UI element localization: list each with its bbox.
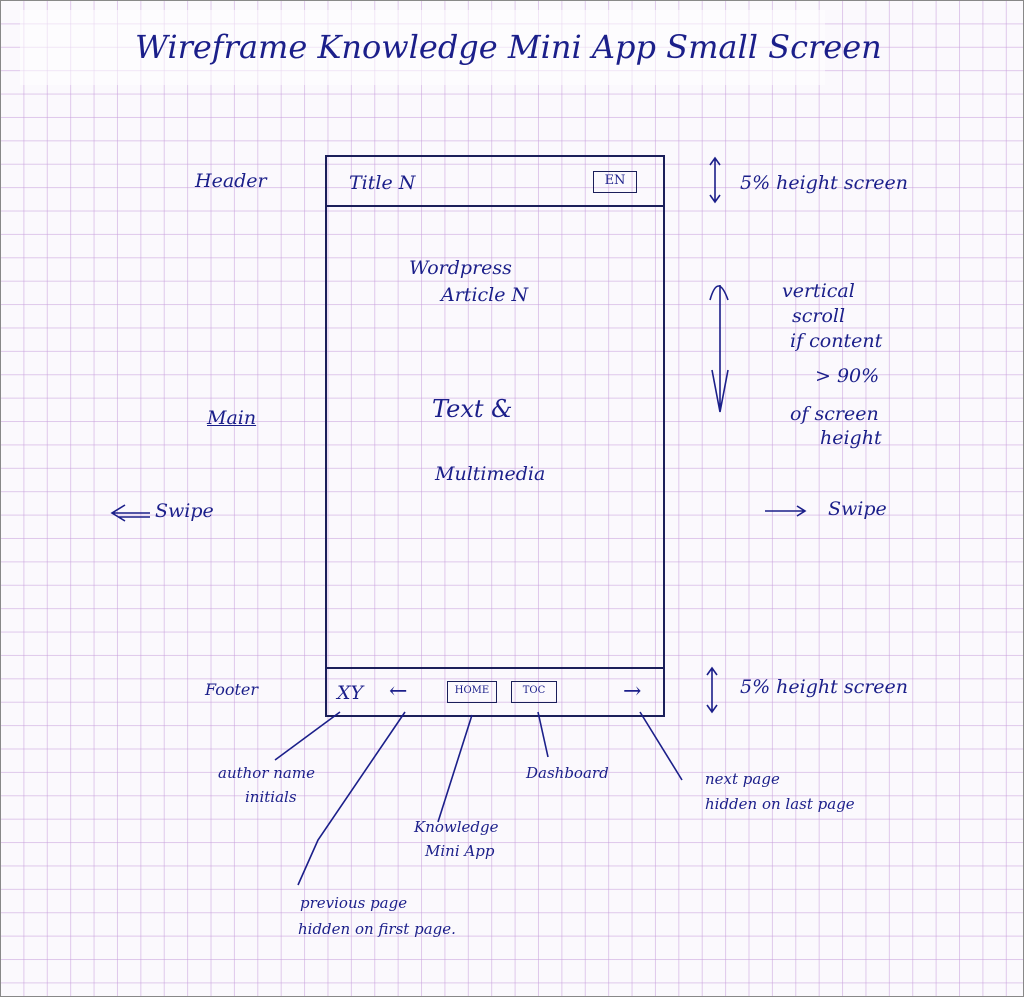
- scroll-note-2: scroll: [792, 305, 846, 327]
- leader-author: [274, 711, 341, 761]
- scroll-arrow: [709, 285, 729, 413]
- header-height-note: 5% height screen: [740, 172, 909, 194]
- leader-toc: [537, 711, 549, 758]
- previous-note-1: previous page: [300, 894, 408, 912]
- swipe-right-arrow: [765, 505, 807, 517]
- previous-note-2: hidden on first page.: [298, 920, 456, 938]
- footer-height-arrow: [706, 666, 718, 714]
- scroll-note-1: vertical: [782, 280, 855, 302]
- toc-button[interactable]: TOC: [511, 681, 557, 703]
- diagram-title: Wireframe Knowledge Mini App Small Scree…: [135, 28, 882, 66]
- scroll-note-3: if content: [790, 330, 883, 352]
- swipe-left-label: Swipe: [155, 500, 214, 522]
- header-height-arrow: [709, 156, 721, 204]
- label-header: Header: [195, 170, 267, 192]
- main-text: Text &: [432, 395, 513, 423]
- label-footer: Footer: [205, 680, 259, 699]
- title-area: [20, 10, 825, 85]
- phone-wireframe: Title N EN Wordpress Article N Text & Mu…: [325, 155, 665, 717]
- main-wordpress: Wordpress: [409, 257, 512, 279]
- scroll-note-5: of screen: [790, 403, 879, 425]
- home-note-1: Knowledge: [414, 818, 499, 836]
- footer-divider: [327, 667, 663, 669]
- main-article: Article N: [441, 284, 529, 306]
- toc-note: Dashboard: [526, 764, 609, 782]
- swipe-left-arrow: [110, 504, 150, 522]
- leader-next: [639, 711, 683, 781]
- leader-previous: [297, 711, 406, 886]
- label-main: Main: [207, 407, 257, 429]
- next-page-arrow[interactable]: →: [623, 679, 642, 704]
- footer-initials: XY: [337, 682, 364, 704]
- swipe-right-label: Swipe: [828, 498, 887, 520]
- lang-button[interactable]: EN: [593, 171, 637, 193]
- author-note-2: initials: [245, 788, 297, 806]
- scroll-note-6: height: [820, 427, 882, 449]
- author-note-1: author name: [218, 764, 315, 782]
- next-note-1: next page: [705, 770, 780, 788]
- home-note-2: Mini App: [425, 842, 495, 860]
- home-button[interactable]: HOME: [447, 681, 497, 703]
- leader-home: [437, 714, 473, 823]
- header-title: Title N: [349, 172, 416, 194]
- main-multimedia: Multimedia: [435, 463, 546, 485]
- header-divider: [327, 205, 663, 207]
- footer-height-note: 5% height screen: [740, 676, 909, 698]
- next-note-2: hidden on last page: [705, 795, 855, 813]
- prev-page-arrow[interactable]: ←: [389, 679, 408, 704]
- scroll-note-4: > 90%: [815, 365, 880, 387]
